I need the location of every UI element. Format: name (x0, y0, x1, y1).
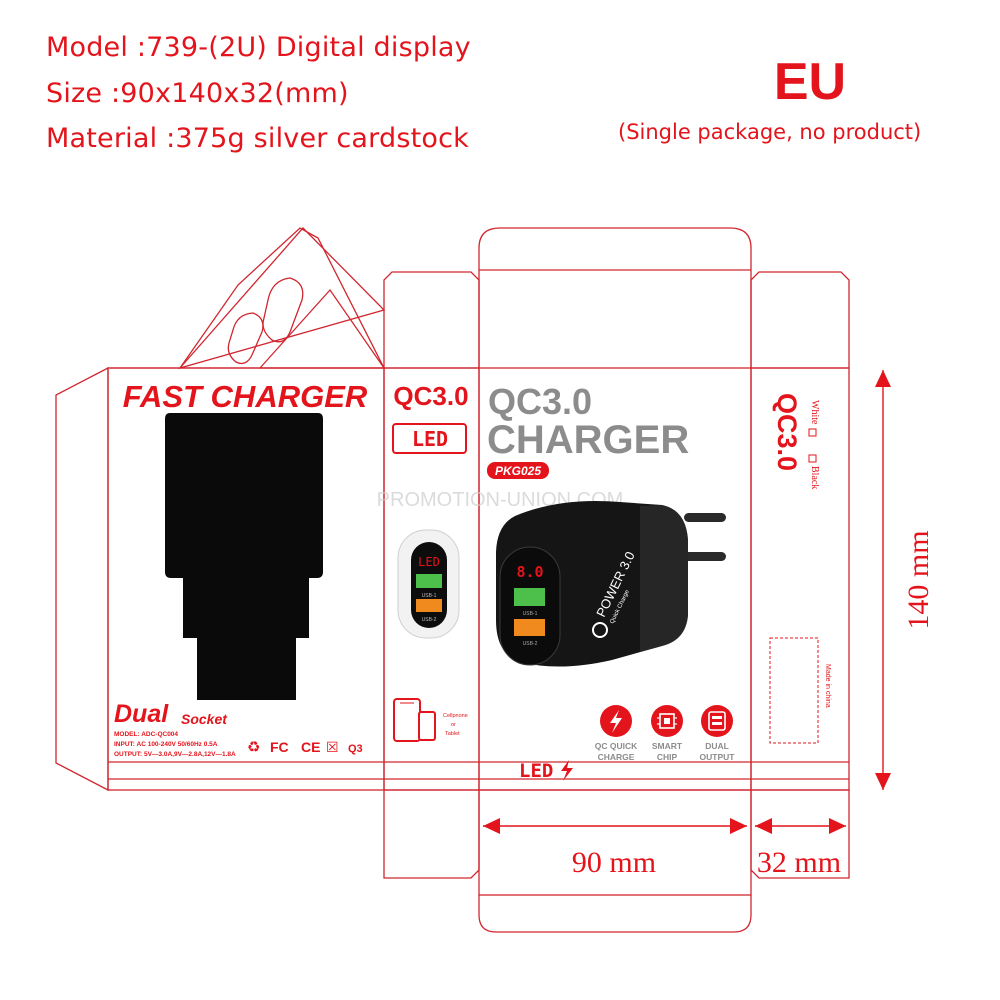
dimension-depth: 32 mm (755, 818, 846, 879)
width-label: 90 mm (572, 846, 656, 879)
feature-dual-output: DUAL OUTPUT (700, 705, 736, 762)
plug-pin-top (684, 513, 726, 522)
mini-display-text: LED (418, 555, 440, 569)
device-caption-3: Tablet (445, 731, 460, 737)
usb-port-orange (416, 599, 442, 612)
feature-3-line2: OUTPUT (700, 752, 736, 762)
qc3-logo-icon: Q3 (348, 743, 363, 755)
back-panel: FAST CHARGER Dual Socket MODEL: ADC-QC00… (114, 379, 368, 758)
left-side-panel: QC3.0 LED LED USB-1 USB-2 Cellpnone or T… (392, 381, 469, 742)
feature-3-line1: DUAL (705, 741, 729, 751)
front-usb1-label: USB-1 (523, 611, 538, 617)
weee-bin-icon: ☒ (326, 740, 339, 756)
device-caption-1: Cellpnone (443, 713, 468, 719)
depth-label: 32 mm (757, 846, 841, 879)
glue-flap-outline (55, 366, 109, 792)
region-label: EU (773, 53, 847, 111)
bottom-bolt-icon (561, 760, 573, 781)
led-badge-text: LED (412, 427, 448, 451)
right-side-panel: QC3.0 White Black Made in china (769, 393, 831, 744)
chip-icon (657, 713, 677, 729)
recycle-icon: ♻ (247, 738, 260, 756)
pkg-code-text: PKG025 (495, 464, 541, 478)
height-label: 140 mm (902, 530, 935, 629)
side-qc-title: QC3.0 (393, 381, 468, 411)
spec-model: Model :739-(2U) Digital display (46, 32, 471, 63)
feature-quick-charge: QC QUICK CHARGE (595, 705, 638, 762)
feature-1-line2: CHARGE (598, 752, 635, 762)
color-black-label: Black (809, 466, 820, 489)
made-in-label: Made in china (824, 664, 831, 708)
usb2-label: USB-2 (422, 617, 437, 623)
spec-size: Size :90x140x32(mm) (46, 78, 349, 109)
charger-silhouette (165, 413, 323, 700)
front-qc-title: QC3.0 (488, 381, 592, 422)
back-title: FAST CHARGER (123, 379, 368, 414)
front-usb2-label: USB-2 (523, 641, 538, 647)
front-panel: QC3.0 CHARGER PKG025 PROMOTION-UNION.COM… (377, 381, 736, 782)
socket-label: Socket (181, 711, 228, 727)
plug-pin-bottom (684, 552, 726, 561)
package-note: (Single package, no product) (618, 120, 922, 144)
model-line: MODEL: ADC-QC004 (114, 731, 178, 738)
bottom-led-logo: LED (519, 760, 553, 782)
quick-charge-logo-icon (592, 622, 608, 638)
feature-2-line1: SMART (652, 741, 683, 751)
charger-display-digits: 8.0 (516, 563, 543, 581)
lightning-icon (610, 710, 622, 733)
pkg-code-badge (487, 462, 549, 479)
barcode-area (769, 637, 819, 744)
ports-icon (708, 711, 726, 731)
usb1-label: USB-1 (422, 593, 437, 599)
dimension-height: 140 mm (875, 370, 935, 790)
feature-2-line2: CHIP (657, 752, 678, 762)
right-qc-title: QC3.0 (772, 393, 802, 471)
color-white-label: White (809, 400, 820, 425)
dieline-outlines (55, 227, 850, 933)
dimension-width: 90 mm (483, 818, 747, 879)
front-usb-green (514, 588, 545, 606)
tablet-phone-icon (393, 698, 436, 742)
output-line: OUTPUT: 5V—3.0A,9V—2.8A,12V—1.8A (114, 751, 236, 758)
input-line: INPUT: AC 100-240V 50/60Hz 0.5A (114, 741, 218, 748)
fcc-mark-icon: FC (270, 739, 289, 755)
dual-label: Dual (114, 700, 169, 728)
black-checkbox (808, 454, 817, 463)
ce-mark-icon: CE (301, 739, 320, 755)
feature-1-line1: QC QUICK (595, 741, 638, 751)
usb-port-green (416, 574, 442, 588)
front-charger-title: CHARGER (487, 418, 689, 462)
led-badge (392, 423, 467, 454)
feature-smart-chip: SMART CHIP (651, 705, 683, 762)
front-usb-orange (514, 619, 545, 636)
device-caption-2: or (451, 722, 456, 728)
white-checkbox (808, 428, 817, 437)
spec-material: Material :375g silver cardstock (46, 123, 469, 154)
